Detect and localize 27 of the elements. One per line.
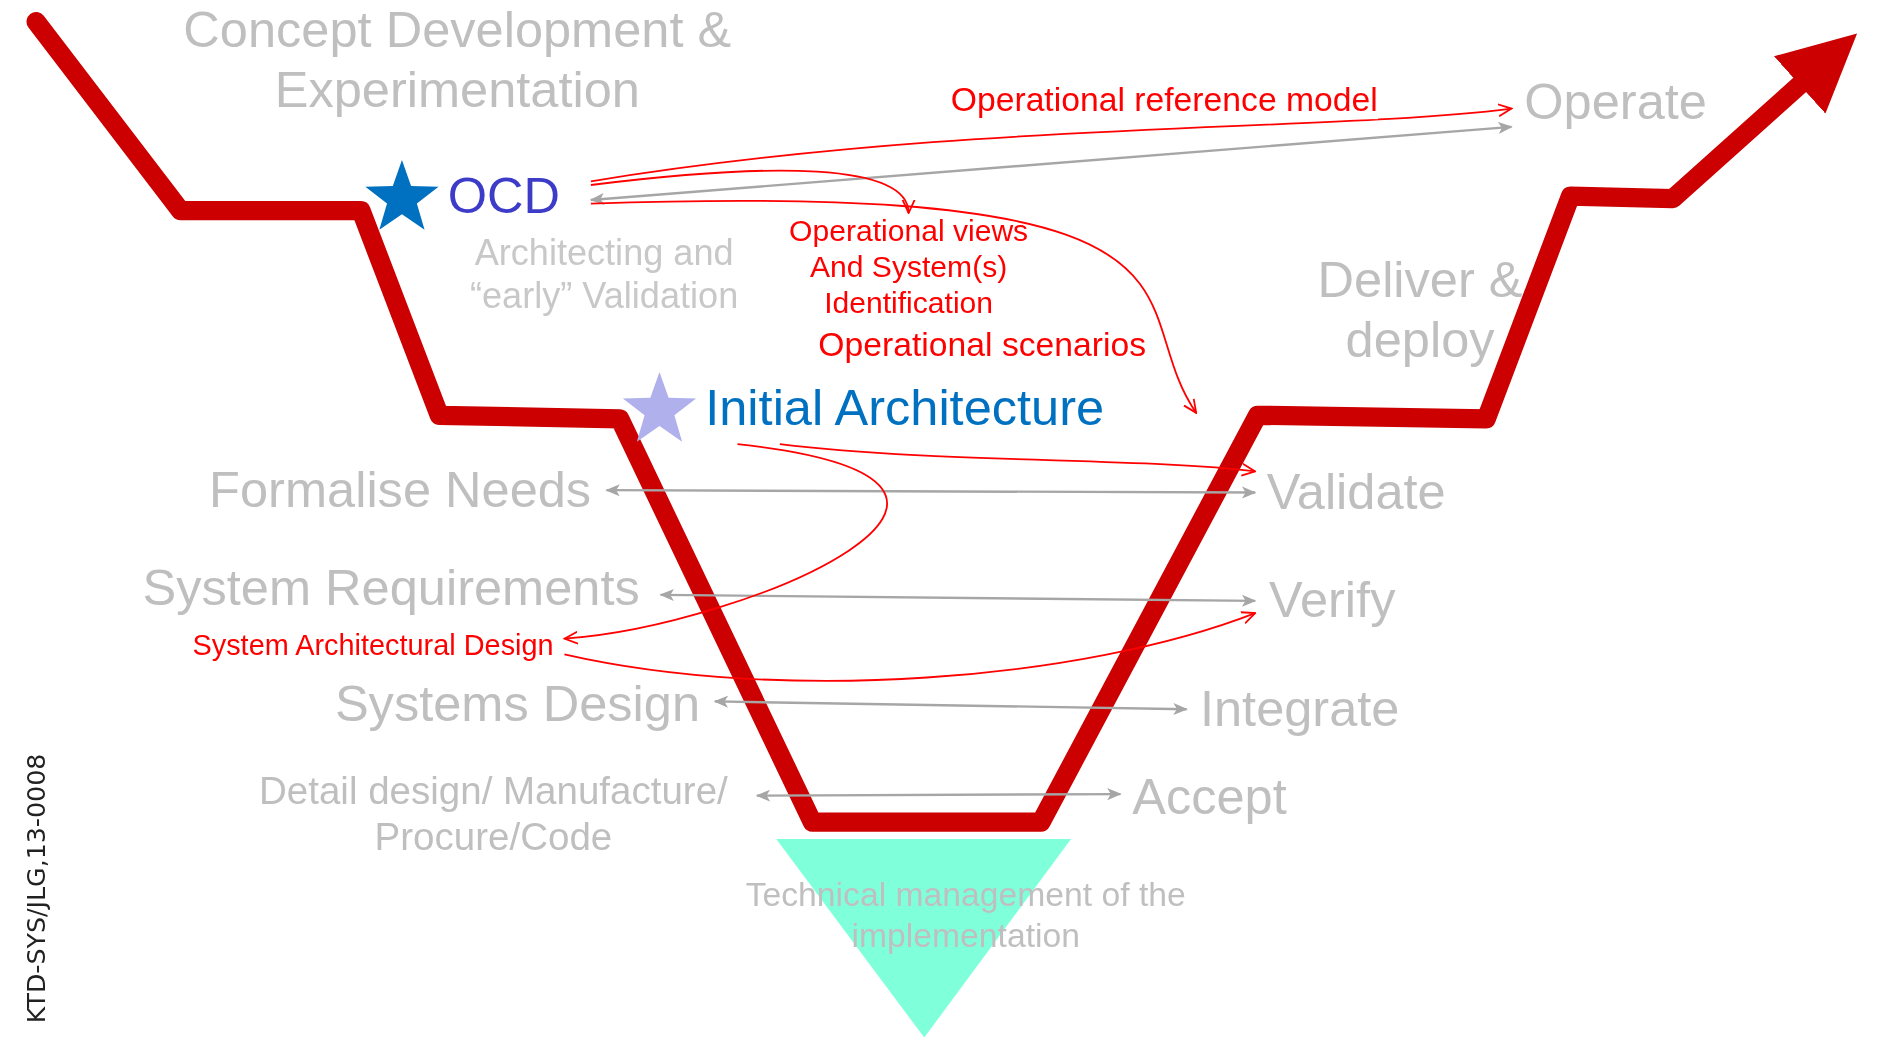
stage-label: Concept Development & Experimentation bbox=[180, 0, 735, 122]
stage-label: Formalise Needs bbox=[192, 459, 608, 521]
arrow bbox=[563, 610, 1257, 682]
milestone-label: Initial Architecture bbox=[705, 377, 1105, 438]
stage-label: Detail design/ Manufacture/ Procure/Code bbox=[228, 767, 759, 861]
arrow bbox=[590, 199, 1198, 414]
arrow bbox=[713, 695, 1188, 715]
stage-label: Accept bbox=[1119, 766, 1300, 828]
arrow bbox=[590, 169, 913, 214]
arrow bbox=[563, 443, 888, 644]
arrow bbox=[659, 589, 1257, 607]
annotation-text: Operational views And System(s) Identification bbox=[770, 211, 1047, 321]
reference-number: KTD-SYS/JLG,13-0008 bbox=[21, 753, 51, 1024]
stage-label: Systems Design bbox=[318, 674, 717, 735]
document-label: OCD bbox=[447, 166, 560, 226]
arrow bbox=[589, 121, 1513, 205]
stage-label: Operate bbox=[1510, 72, 1721, 133]
arrow bbox=[605, 484, 1257, 499]
stage-label: Verify bbox=[1254, 570, 1411, 632]
stage-label: System Requirements bbox=[120, 558, 662, 620]
arrow bbox=[590, 103, 1513, 183]
annotation-text: System Architectural Design bbox=[180, 628, 566, 663]
stage-label: Validate bbox=[1254, 462, 1459, 523]
arrow bbox=[755, 788, 1122, 802]
stage-label: Deliver & deploy bbox=[1299, 250, 1541, 372]
stage-label: Integrate bbox=[1185, 678, 1415, 740]
arrow bbox=[778, 443, 1257, 477]
